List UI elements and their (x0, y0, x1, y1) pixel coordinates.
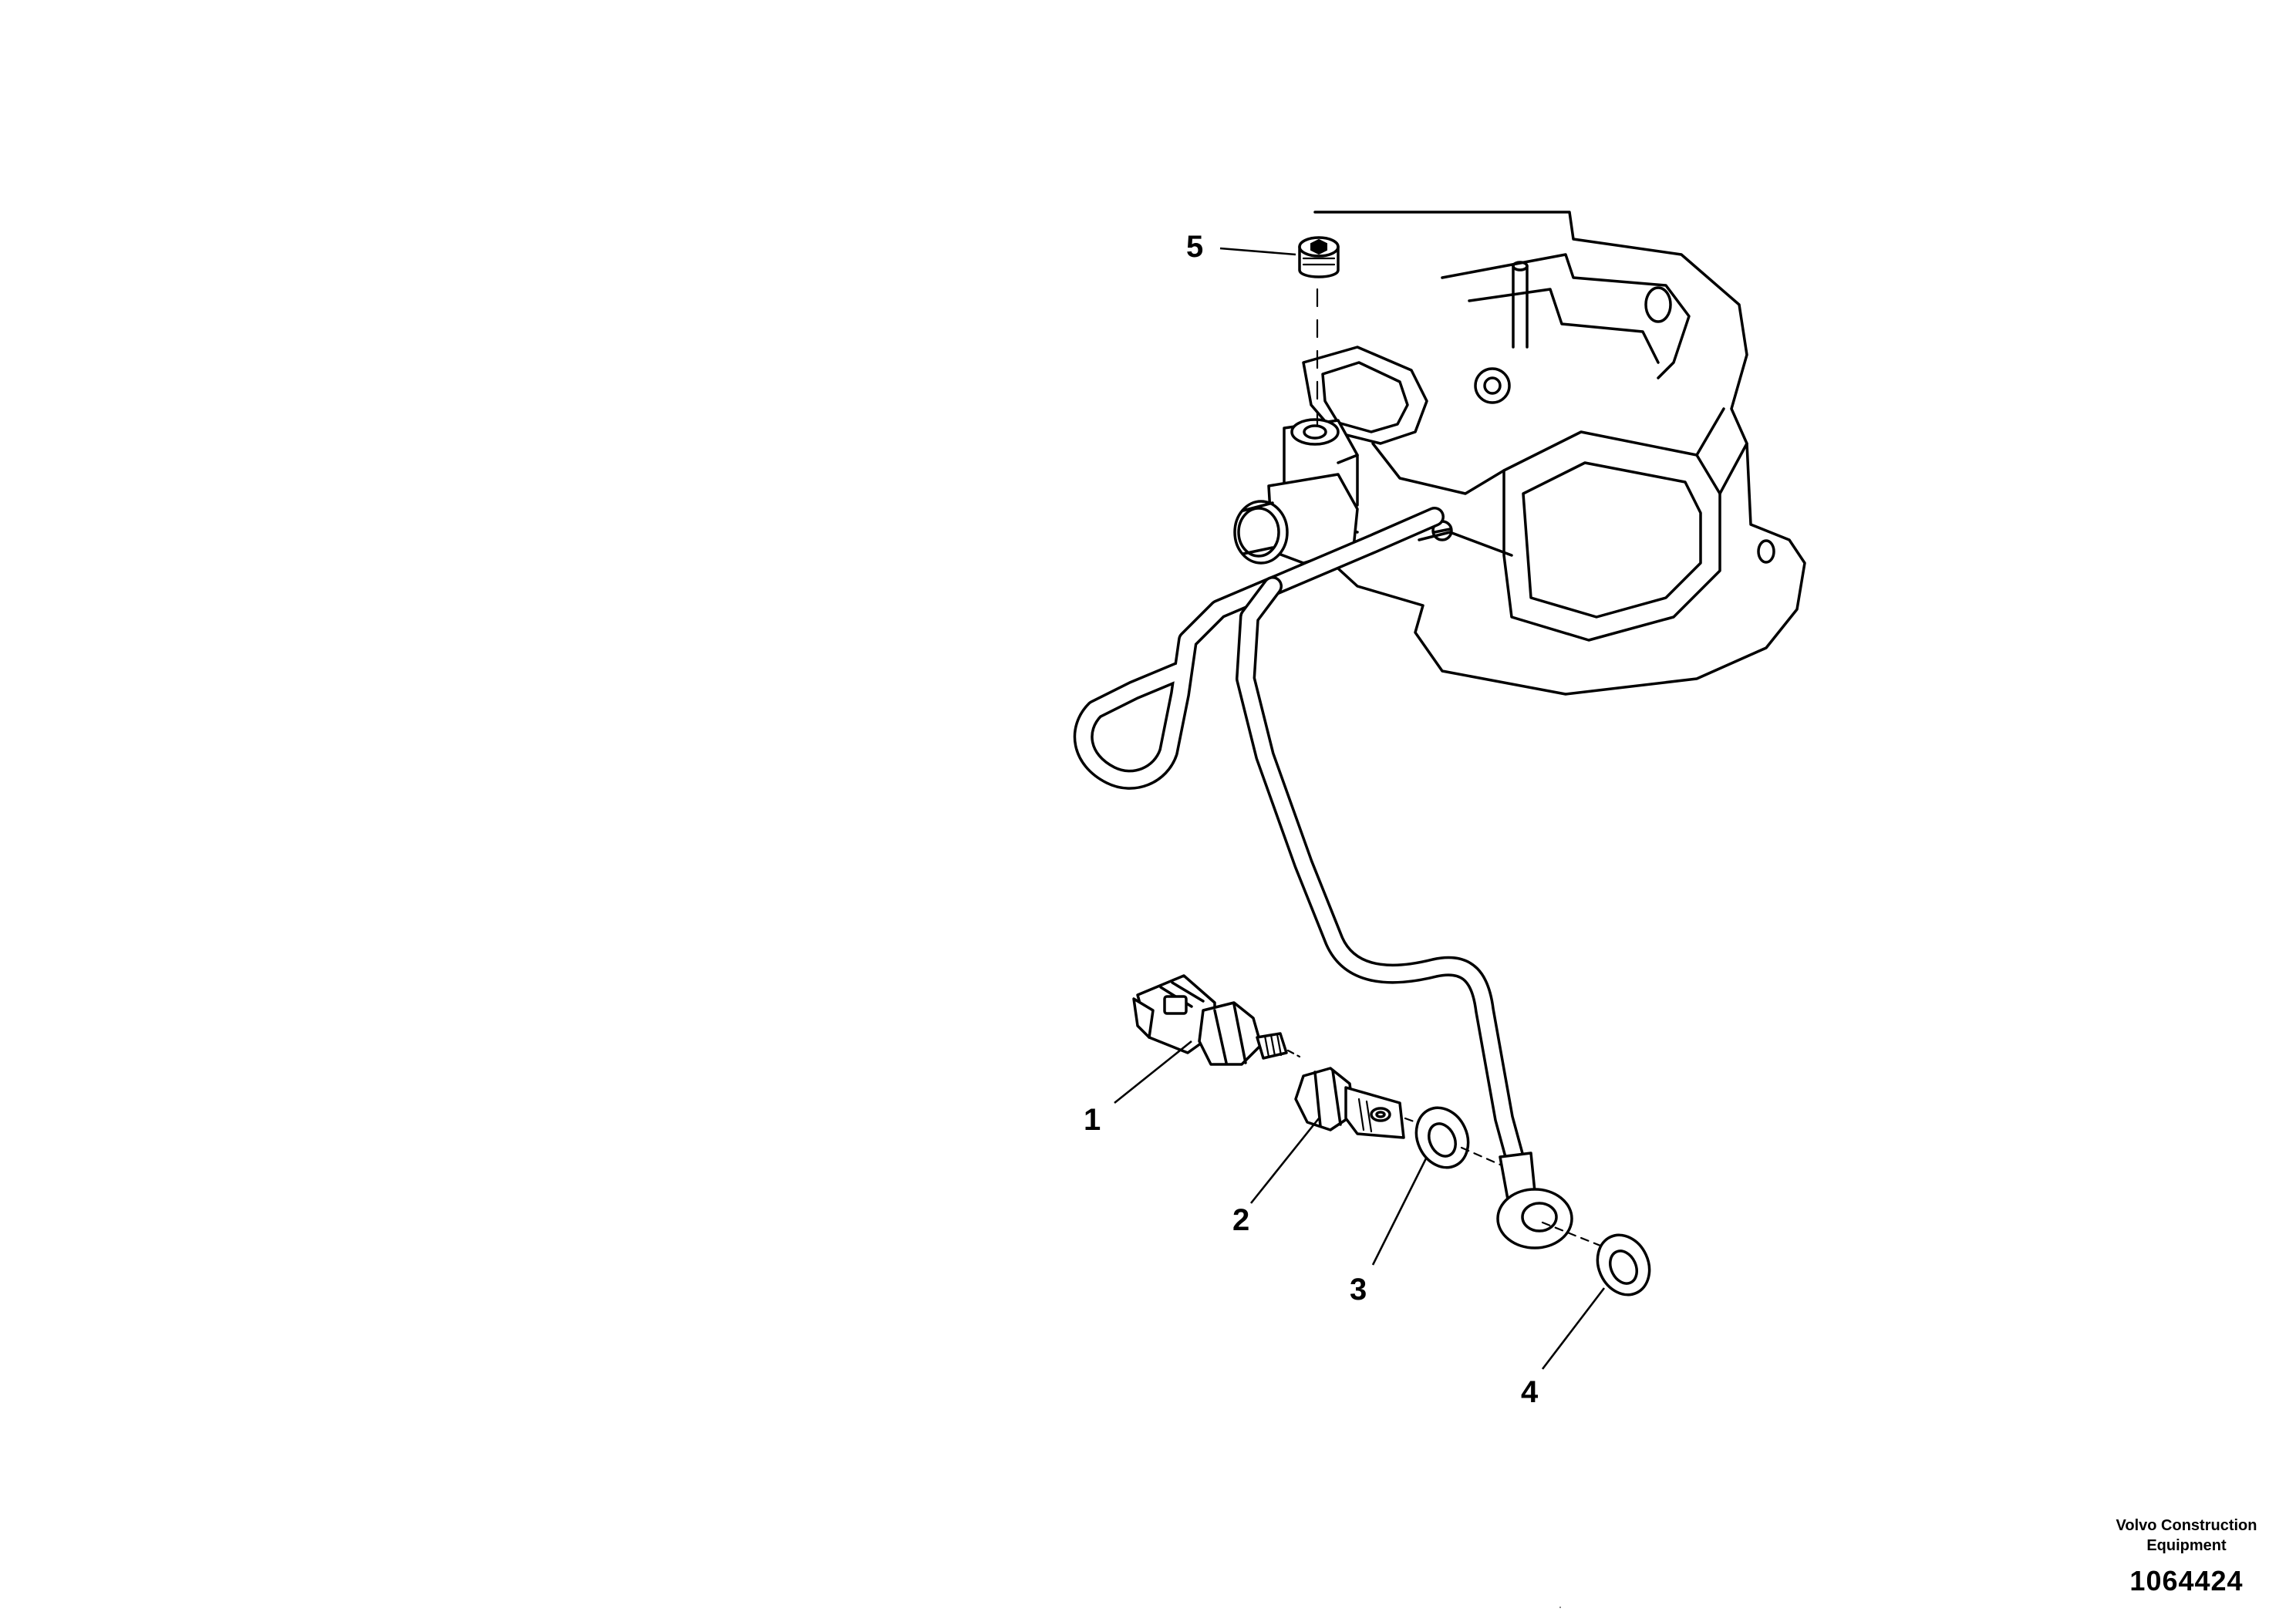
leader-line-2 (1249, 1118, 1320, 1204)
leader-line-4 (1541, 1287, 1606, 1370)
drawing-number: 1064424 (2129, 1565, 2244, 1597)
leader-line-5 (1219, 247, 1296, 256)
hex-plug-fitting (1233, 473, 1359, 565)
leader-lines (1114, 247, 1606, 1370)
callout-1: 1 (1084, 1103, 1101, 1137)
washer-part-3 (1414, 1106, 1502, 1169)
drawing-footer: Volvo Construction Equipment 1064424 (2082, 1516, 2291, 1597)
callout-2: 2 (1232, 1203, 1249, 1237)
company-name-line1: Volvo Construction (2116, 1517, 2257, 1534)
leader-line-3 (1371, 1156, 1428, 1266)
callout-3: 3 (1350, 1273, 1367, 1307)
callout-5: 5 (1186, 230, 1203, 264)
stray-dot (1559, 1607, 1561, 1608)
washer-part-4 (1596, 1233, 1651, 1297)
company-name-line2: Equipment (2146, 1537, 2227, 1554)
engine-housing (1294, 211, 1806, 696)
callout-labels: 5 1 2 3 4 (1084, 230, 1539, 1409)
banjo-bolt-part-2 (1294, 1067, 1428, 1139)
leader-line-1 (1114, 1040, 1192, 1104)
oil-pipe (1073, 507, 1526, 1171)
callout-4: 4 (1521, 1375, 1539, 1409)
banjo-fitting (1496, 1152, 1621, 1255)
pressure-sensor-part-1 (1132, 974, 1301, 1066)
plug-part-5 (1298, 236, 1340, 426)
